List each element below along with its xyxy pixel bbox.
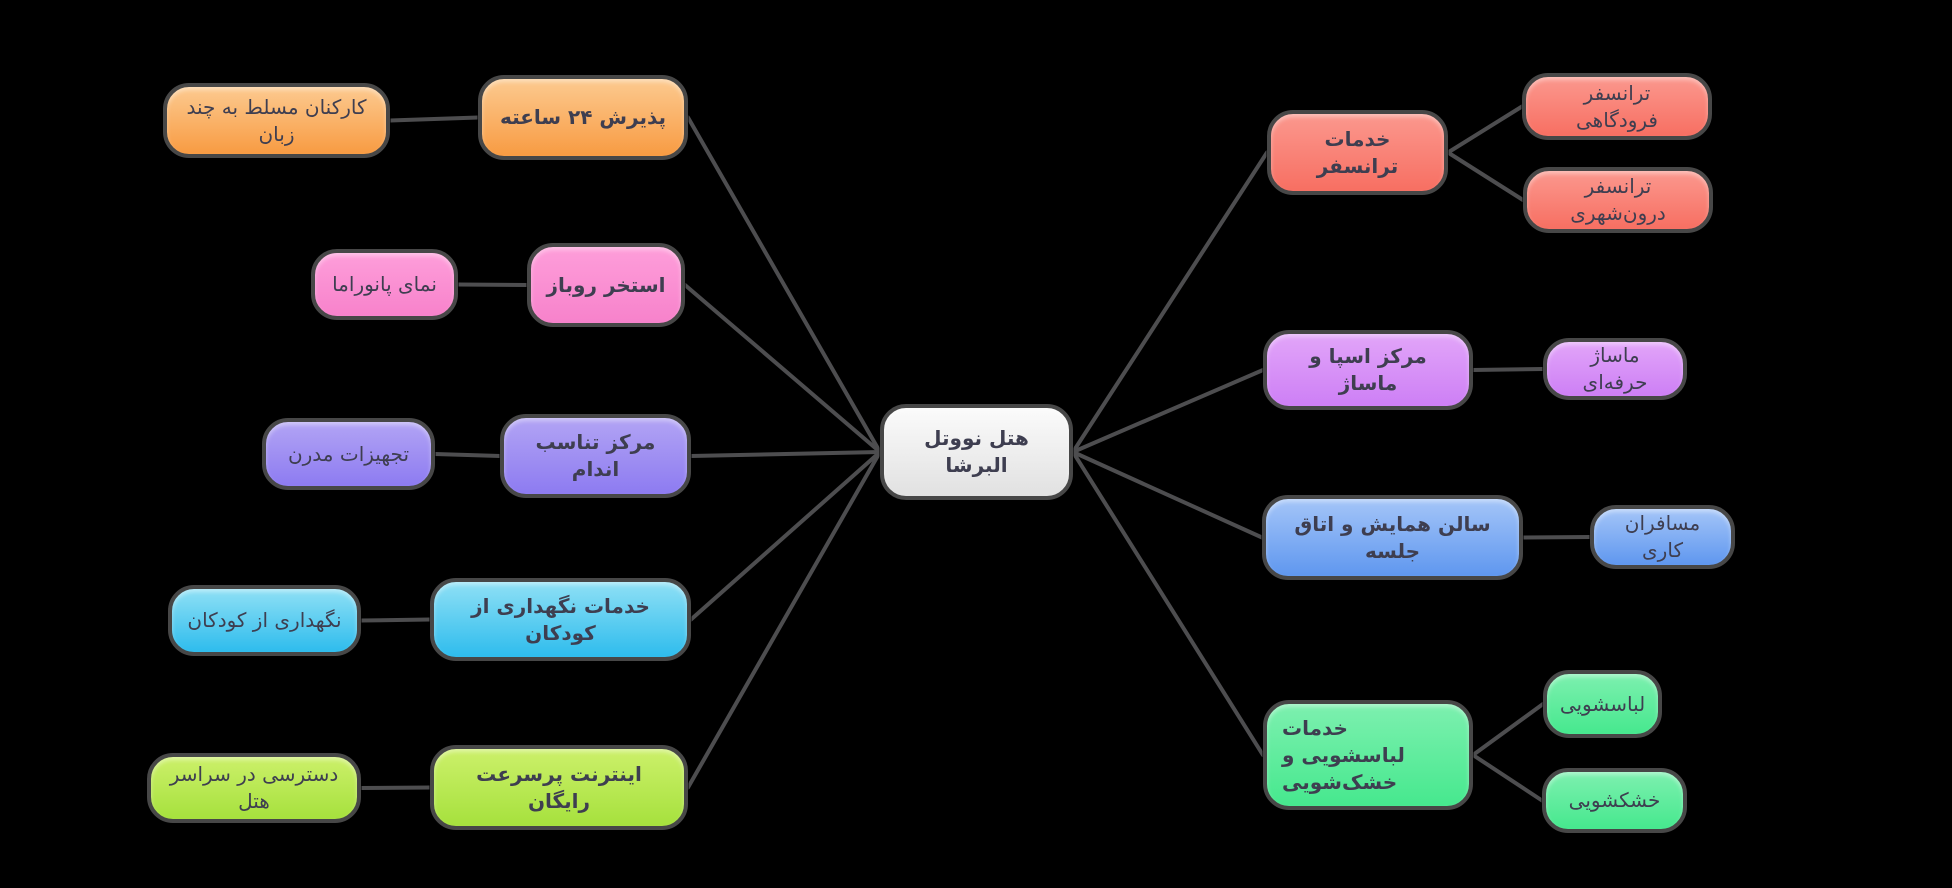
edge-root-to-transfer-services [1071,150,1269,454]
node-label-panorama-view: نمای پانوراما [332,272,437,296]
mindmap-node-panorama-view[interactable]: نمای پانوراما [311,249,458,320]
mindmap-node-airport-transfer[interactable]: ترانسفر فرودگاهی [1522,73,1712,140]
edge-laundry-services-to-laundry [1471,702,1545,757]
node-label-childcare-services: خدمات نگهداری از کودکان [464,593,650,645]
node-label-reception-24h: پذیرش ۲۴ ساعته [499,105,667,129]
edge-open-air-pool-to-panorama-view [456,282,529,287]
mindmap-node-open-air-pool[interactable]: استخر روباز [527,243,685,327]
node-label-free-internet: اینترنت پرسرعت رایگان [469,761,642,813]
edge-transfer-services-to-airport-transfer [1446,104,1524,155]
mindmap-node-pro-massage[interactable]: ماساژ حرفه‌ای [1543,338,1687,400]
mindmap-node-fitness-center[interactable]: مرکز تناسب اندام [500,414,691,498]
node-label-transfer-services: خدمات ترانسفر [1316,126,1399,178]
node-label-airport-transfer: ترانسفر فرودگاهی [1576,80,1658,132]
mindmap-node-root[interactable]: هتل نووتل البرشا [880,404,1073,500]
mindmap-node-business-travelers[interactable]: مسافران کاری [1590,505,1735,569]
edge-root-to-spa-massage-center [1071,368,1265,454]
node-label-modern-equipment: تجهیزات مدرن [287,441,410,466]
edge-laundry-services-to-dry-cleaning [1471,753,1544,803]
edge-root-to-conference-hall [1071,450,1264,540]
edge-root-to-reception-24h [686,115,882,454]
edge-root-to-free-internet [686,450,882,790]
edge-free-internet-to-hotel-wide-access [359,785,432,790]
mindmap-node-transfer-services[interactable]: خدمات ترانسفر [1267,110,1448,195]
mindmap-node-dry-cleaning[interactable]: خشکشویی [1542,768,1687,833]
mindmap-node-childcare[interactable]: نگهداری از کودکان [168,585,361,656]
node-label-city-transfer: ترانسفر درون‌شهری [1570,174,1666,225]
edge-conference-hall-to-business-travelers [1521,535,1592,540]
mindmap-node-hotel-wide-access[interactable]: دسترسی در سراسر هتل [147,753,361,823]
edge-root-to-fitness-center [689,450,882,458]
edge-reception-24h-to-multilingual-staff [388,115,480,123]
node-label-childcare: نگهداری از کودکان [187,608,342,632]
node-label-laundry-services: خدمات لباسشویی و خشک‌شویی [1275,715,1405,794]
edge-root-to-childcare-services [689,450,882,622]
mindmap-node-modern-equipment[interactable]: تجهیزات مدرن [262,418,435,490]
node-label-business-travelers: مسافران کاری [1618,511,1701,562]
mindmap-node-laundry-services[interactable]: خدمات لباسشویی و خشک‌شویی [1263,700,1473,810]
node-label-pro-massage: ماساژ حرفه‌ای [1582,343,1648,394]
node-label-fitness-center: مرکز تناسب اندام [528,430,656,481]
node-label-dry-cleaning: خشکشویی [1568,788,1661,812]
node-label-open-air-pool: استخر روباز [546,272,666,297]
edge-spa-massage-center-to-pro-massage [1471,367,1545,372]
edge-childcare-services-to-childcare [359,617,432,623]
mindmap-node-city-transfer[interactable]: ترانسفر درون‌شهری [1523,167,1713,233]
mindmap-node-multilingual-staff[interactable]: کارکنان مسلط به چند زبان [163,83,390,158]
edge-transfer-services-to-city-transfer [1446,150,1525,202]
edge-root-to-open-air-pool [683,283,882,454]
node-label-conference-hall: سالن همایش و اتاق جلسه [1287,511,1491,563]
edge-fitness-center-to-modern-equipment [433,452,502,458]
edge-root-to-laundry-services [1071,450,1265,757]
mindmap-node-childcare-services[interactable]: خدمات نگهداری از کودکان [430,578,691,661]
node-label-root: هتل نووتل البرشا [917,426,1029,477]
node-label-spa-massage-center: مرکز اسپا و ماساژ [1302,344,1427,395]
mindmap-node-conference-hall[interactable]: سالن همایش و اتاق جلسه [1262,495,1523,580]
node-label-hotel-wide-access: دسترسی در سراسر هتل [163,762,339,813]
mindmap-node-laundry[interactable]: لباسشویی [1543,670,1662,738]
mindmap-node-spa-massage-center[interactable]: مرکز اسپا و ماساژ [1263,330,1473,410]
node-label-laundry: لباسشویی [1559,691,1646,716]
node-label-multilingual-staff: کارکنان مسلط به چند زبان [180,94,367,146]
mindmap-node-free-internet[interactable]: اینترنت پرسرعت رایگان [430,745,688,830]
mindmap-node-reception-24h[interactable]: پذیرش ۲۴ ساعته [478,75,688,160]
